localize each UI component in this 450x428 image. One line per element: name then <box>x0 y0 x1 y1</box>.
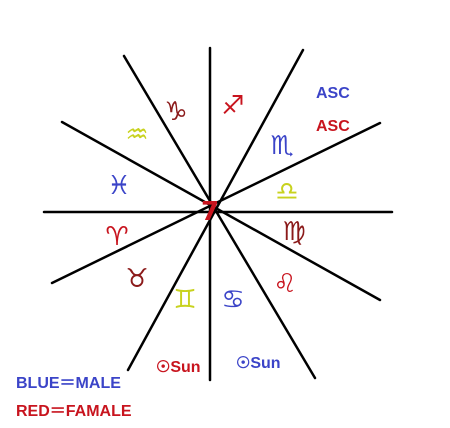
virgo-icon: ♍ <box>282 217 305 247</box>
leo-icon: ♌ <box>273 269 296 299</box>
sun-male-label: ☉Sun <box>236 355 281 372</box>
legend-male: BLUE＝MALE <box>16 375 121 392</box>
sun-female-label: ☉Sun <box>156 359 201 376</box>
asc-male-label: ASC <box>316 85 350 102</box>
cancer-icon: ♋ <box>221 285 244 315</box>
house-line-30 <box>50 121 382 285</box>
scorpio-icon: ♏ <box>270 131 293 161</box>
asc-female-label: ASC <box>316 118 350 135</box>
aries-icon: ♈ <box>105 222 128 252</box>
libra-icon: ♎ <box>275 177 298 207</box>
house-lines <box>42 46 394 382</box>
legend-female: RED＝FAMALE <box>16 403 132 420</box>
pisces-icon: ♓ <box>107 171 130 201</box>
house-line-150 <box>60 120 382 302</box>
capricorn-icon: ♑ <box>164 97 187 127</box>
aquarius-icon: ♒ <box>125 120 148 150</box>
house-line-120 <box>122 54 317 380</box>
center-mark: 7 <box>201 197 219 227</box>
taurus-icon: ♉ <box>125 264 148 294</box>
sign-glyphs: ♑ ♐ ♒ ♏ ♓ ♎ ♈ ♍ ♉ ♌ ♊ ♋ <box>105 91 305 315</box>
gemini-icon: ♊ <box>173 285 196 315</box>
sagittarius-icon: ♐ <box>221 91 244 121</box>
